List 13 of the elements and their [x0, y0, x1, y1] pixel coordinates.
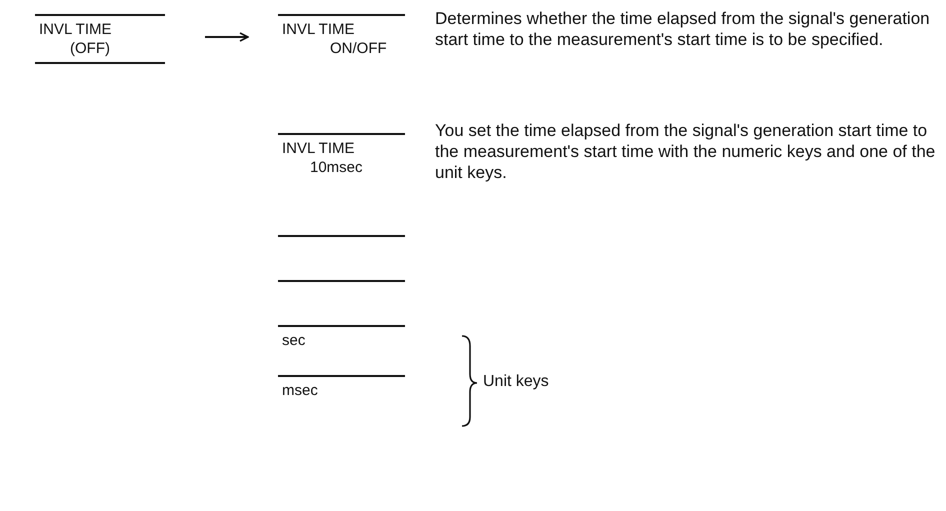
softkey: [35, 14, 165, 64]
softkey-label: sec: [282, 331, 306, 350]
softkey-label: INVL TIME: [282, 20, 355, 39]
softkey-label: 10msec: [310, 158, 363, 177]
softkey-label: ON/OFF: [330, 39, 387, 58]
brace-label: Unit keys: [483, 373, 549, 391]
description-text: You set the time elapsed from the signal's generation start time to the measurement's start time with the numeric keys and one of the unit keys.: [435, 120, 936, 183]
softkey-label: msec: [282, 381, 318, 400]
description-text: Determines whether the time elapsed from the signal's generation start time to the measurement's start time is to be specified.: [435, 8, 931, 50]
softkey-label: (OFF): [70, 39, 110, 58]
softkey-label: INVL TIME: [39, 20, 112, 39]
arrow: [205, 32, 249, 42]
softkey-label: INVL TIME: [282, 139, 355, 158]
